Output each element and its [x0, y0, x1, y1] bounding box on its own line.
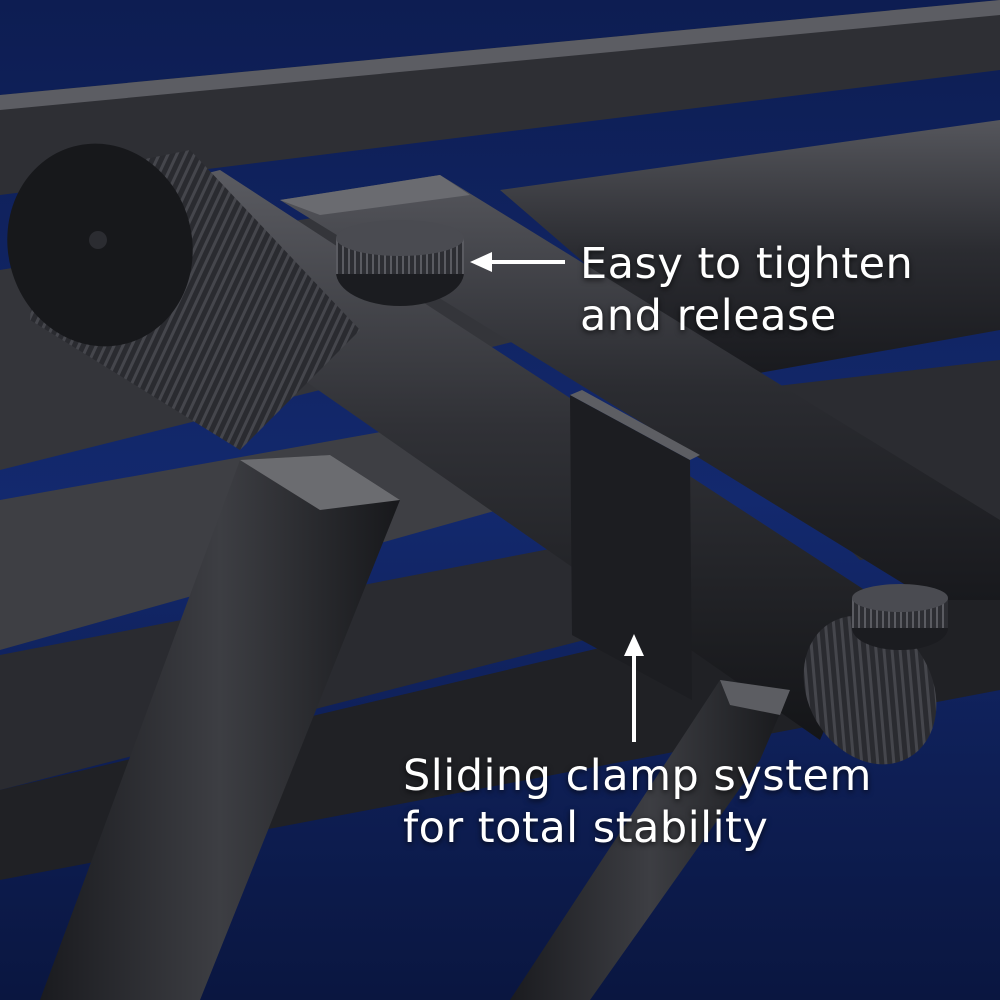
callout-tighten-line2: and release — [580, 291, 837, 341]
tightening-knob — [336, 220, 464, 306]
sliding-clamp — [570, 390, 700, 700]
left-leg — [40, 455, 400, 1000]
callout-clamp-line2: for total stability — [403, 803, 769, 853]
callout-tighten-line1: Easy to tighten — [580, 239, 914, 289]
secondary-knob — [852, 584, 948, 650]
tube-end-knob — [7, 143, 360, 450]
top-bar — [0, 0, 1000, 195]
shelf-slat — [500, 120, 1000, 380]
right-leg — [510, 680, 790, 1000]
callout-clamp: Sliding clamp system for total stability — [403, 750, 872, 854]
tube-end-collar — [803, 615, 937, 765]
callout-clamp-line1: Sliding clamp system — [403, 751, 872, 801]
callout-tighten: Easy to tighten and release — [580, 238, 913, 342]
arrow-to-knob — [470, 252, 565, 272]
arrow-to-clamp — [624, 634, 644, 742]
